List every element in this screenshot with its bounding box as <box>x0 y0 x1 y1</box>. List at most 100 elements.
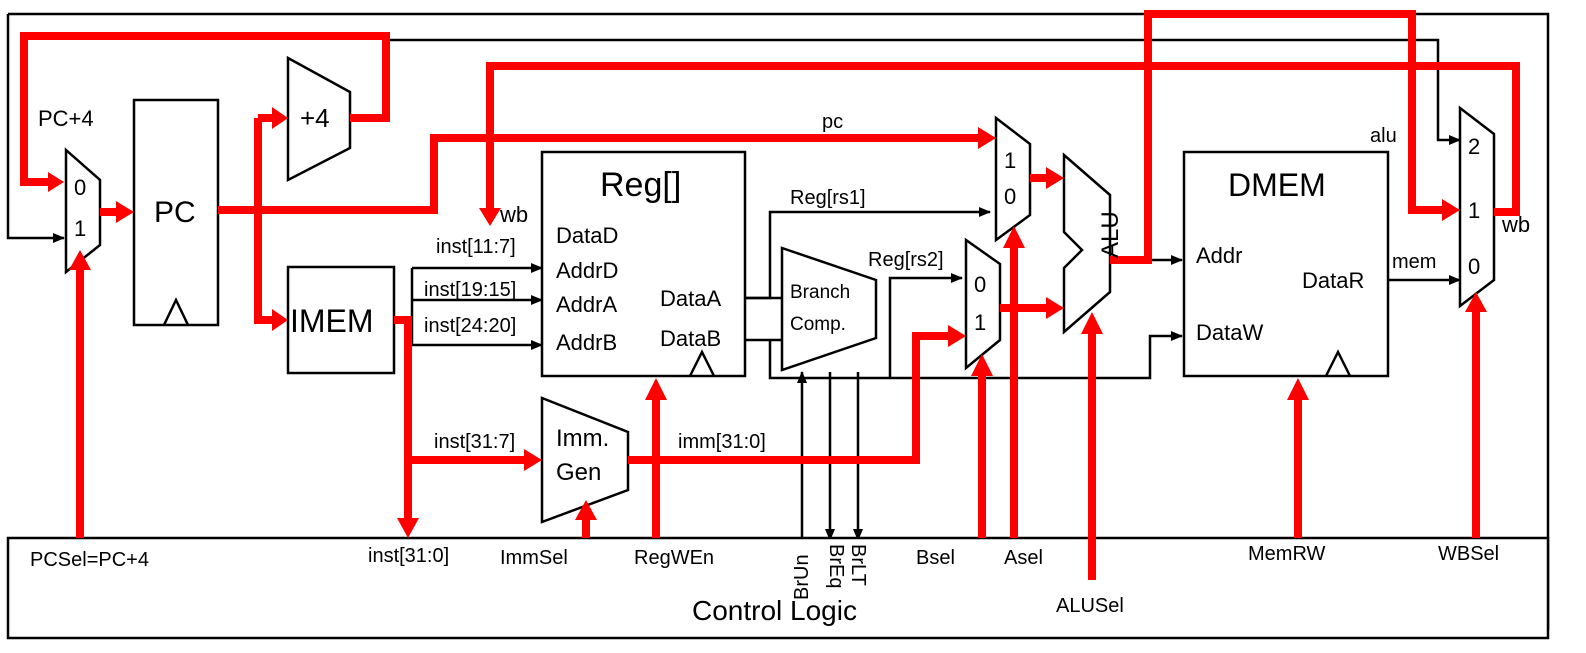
wire-label-inst-31-7: inst[31:7] <box>434 431 515 453</box>
regfile-dataa: DataA <box>660 286 721 311</box>
red-imm-to-bmux <box>628 332 948 464</box>
control-alusel: ALUSel <box>1056 595 1124 617</box>
wire-label-inst-11-7: inst[11:7] <box>436 236 516 258</box>
dmem-block <box>1182 150 1390 378</box>
wire-label-rs2: Reg[rs2] <box>868 249 944 271</box>
wbmux-in-2: 2 <box>1468 134 1480 159</box>
red-arrow-pcsel <box>69 250 91 270</box>
labels: PC+4 0 1 PC +4 IMEM Reg[] DataD AddrD Ad… <box>30 103 1530 626</box>
pc-clock-icon <box>162 297 190 326</box>
control-asel: Asel <box>1004 547 1043 569</box>
red-wb-to-datad <box>486 62 1520 216</box>
pc-register <box>132 98 220 327</box>
red-arrow-asel <box>1003 226 1025 248</box>
wbmux-in-0: 0 <box>1468 254 1480 279</box>
amux-in-1: 1 <box>1004 148 1016 173</box>
wire-label-imm: imm[31:0] <box>678 431 766 453</box>
regfile-addra: AddrA <box>556 292 617 317</box>
pc-plus4-label: PC+4 <box>38 106 94 131</box>
red-alu-to-wbmux <box>1110 10 1442 264</box>
wire-alu-to-wbmux <box>390 38 1461 145</box>
red-arrow-amux-pc <box>978 127 996 149</box>
regfile-datad: DataD <box>556 223 618 248</box>
control-logic-block <box>6 536 1550 640</box>
regfile-addrd: AddrD <box>556 258 618 283</box>
branch-label-1: Branch <box>790 282 850 303</box>
red-arrow-wbsel <box>1465 292 1487 312</box>
wire-label-inst-19-15: inst[19:15] <box>424 279 516 301</box>
red-pc-to-amux <box>218 134 978 214</box>
alu-label: ALU <box>1097 211 1124 258</box>
pc-mux-in-1: 1 <box>74 216 86 241</box>
red-arrow-immgen <box>524 449 542 471</box>
red-adder-to-pcmux <box>20 32 390 186</box>
dmem-title: DMEM <box>1228 167 1326 203</box>
amux-in-0: 0 <box>1004 184 1016 209</box>
wire-alu-to-pc-mux <box>6 14 65 243</box>
wbmux-in-1: 1 <box>1468 198 1480 223</box>
control-memrw: MemRW <box>1248 543 1326 565</box>
red-arrow-alu-a <box>1046 167 1064 189</box>
dmem-addr: Addr <box>1196 243 1242 268</box>
imem-block <box>286 265 396 375</box>
immgen-label-2: Gen <box>556 459 601 486</box>
control-inst: inst[31:0] <box>368 545 449 567</box>
pc-mux-in-0: 0 <box>74 175 86 200</box>
red-arrow-alusel <box>1081 312 1103 334</box>
red-arrow-pc <box>116 201 134 223</box>
red-arrow-alu-b <box>1046 297 1064 319</box>
wire-rs2-to-dataw <box>768 331 1183 380</box>
wire-label-mem: mem <box>1392 251 1436 273</box>
bmux-in-0: 0 <box>974 272 986 297</box>
bmux-in-1: 1 <box>974 310 986 335</box>
branch-label-2: Comp. <box>790 314 846 335</box>
branch-comp-block <box>780 246 878 372</box>
dmem-clock-icon <box>1324 349 1352 377</box>
imem-label: IMEM <box>290 303 374 339</box>
red-arrow-immsel <box>575 500 597 520</box>
adder-block <box>286 55 352 183</box>
regfile-datab: DataB <box>660 326 721 351</box>
wire-label-wb: wb <box>499 202 528 227</box>
red-pc-to-imem <box>254 118 272 324</box>
control-title: Control Logic <box>692 595 857 626</box>
immgen-label-1: Imm. <box>556 425 609 452</box>
b-mux <box>964 237 1002 371</box>
blocks <box>6 55 1550 640</box>
red-arrow-imem <box>272 309 288 331</box>
red-arrow-regwen <box>645 378 667 400</box>
red-arrow-wbmux <box>1442 199 1460 221</box>
wire-label-inst-24-20: inst[24:20] <box>424 315 516 337</box>
control-brlt: BrLT <box>847 544 869 586</box>
wb-mux <box>1458 105 1496 309</box>
control-brun: BrUn <box>791 554 813 600</box>
regfile-block <box>540 150 747 378</box>
control-immsel: ImmSel <box>500 547 568 569</box>
immgen-block <box>540 396 630 524</box>
wire-rs2-to-mux <box>888 273 963 378</box>
wire-label-alu: alu <box>1370 125 1397 147</box>
red-arrow-bsel <box>971 354 993 376</box>
control-regwen: RegWEn <box>634 547 714 569</box>
red-arrow-bmux-imm <box>948 325 966 347</box>
dmem-dataw: DataW <box>1196 320 1263 345</box>
pc-mux <box>64 147 102 275</box>
red-wires <box>20 10 1520 580</box>
regfile-title: Reg[] <box>600 166 681 204</box>
regfile-addrb: AddrB <box>556 330 617 355</box>
dmem-datar: DataR <box>1302 268 1364 293</box>
alu-block <box>1062 152 1112 335</box>
control-pcsel: PCSel=PC+4 <box>30 549 149 571</box>
pc-label: PC <box>154 196 196 229</box>
red-imem-to-control <box>394 316 412 518</box>
red-arrow-datad <box>479 208 501 226</box>
wire-label-rs1: Reg[rs1] <box>790 187 866 209</box>
control-wbsel: WBSel <box>1438 543 1499 565</box>
a-mux <box>994 115 1032 243</box>
red-arrow-memrw <box>1287 378 1309 400</box>
control-breq: BrEq <box>825 544 847 588</box>
red-arrow-inst <box>397 518 419 538</box>
adder-label: +4 <box>300 103 330 133</box>
